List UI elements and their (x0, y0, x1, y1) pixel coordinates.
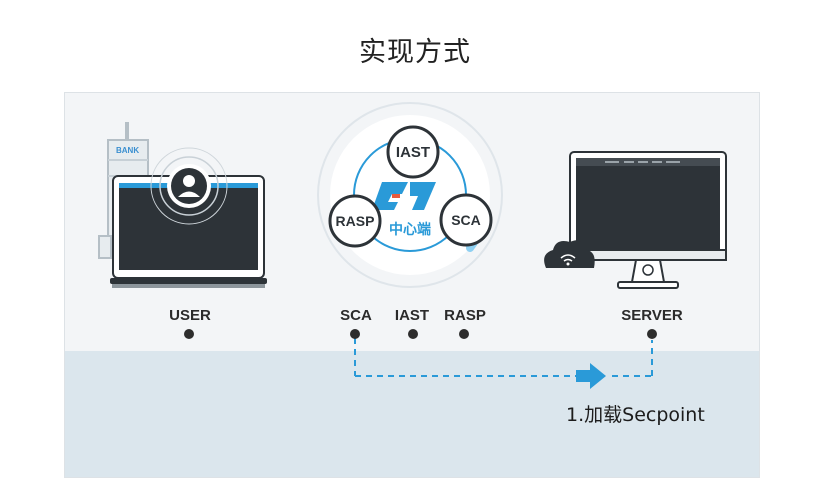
sca-bubble (439, 193, 493, 247)
iast-bubble (386, 125, 440, 179)
module-dot-iast (408, 329, 418, 339)
flow-connector (354, 338, 653, 389)
step-label: 1.加载Secpoint (566, 404, 705, 426)
module-label-rasp: RASP (444, 307, 486, 324)
avatar (150, 147, 228, 225)
module-label-sca: SCA (340, 307, 372, 324)
page-title: 实现方式 (359, 37, 471, 68)
cloud-wifi-icon (544, 240, 595, 268)
iast-bubble-label: IAST (396, 144, 430, 161)
brand-logo-icon (372, 182, 408, 210)
server-dot (647, 329, 657, 339)
rasp-bubble-label: RASP (336, 213, 375, 229)
arrow-right-icon (590, 363, 606, 389)
module-label-iast: IAST (394, 307, 430, 324)
module-dot-rasp (459, 329, 469, 339)
user-dot (184, 329, 194, 339)
sca-bubble-label: SCA (451, 212, 481, 228)
server-monitor-icon (569, 151, 727, 289)
user-label: USER (169, 307, 211, 324)
server-label: SERVER (621, 307, 683, 324)
rasp-bubble (328, 194, 382, 248)
brand-label: 中心端 (389, 221, 431, 238)
bank-label: BANK (116, 146, 139, 155)
module-dot-sca (350, 329, 360, 339)
panel-lower-band (65, 351, 759, 477)
